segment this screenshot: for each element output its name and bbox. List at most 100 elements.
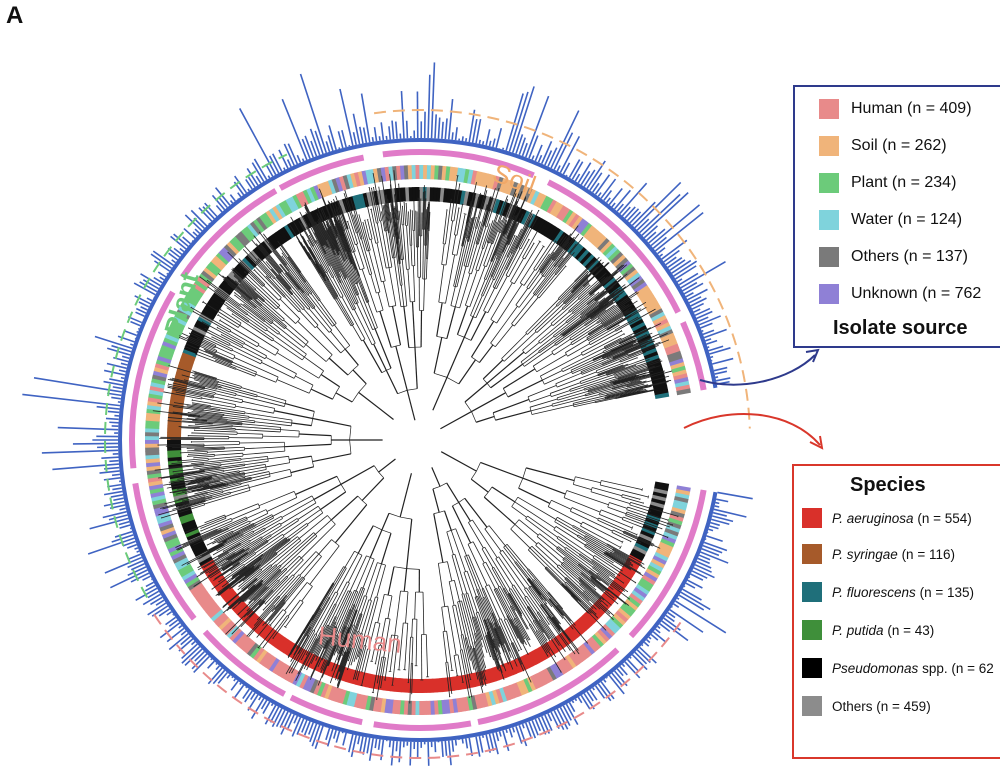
tree-branch	[277, 240, 301, 273]
tree-branch	[515, 561, 530, 579]
tree-branch	[361, 600, 372, 634]
tree-branch	[458, 502, 471, 522]
histogram-bar	[106, 362, 127, 370]
tree-branch	[197, 474, 245, 485]
histogram-bar	[626, 208, 640, 222]
tree-branch	[257, 258, 276, 279]
tree-branch	[191, 331, 232, 352]
tree-branch	[206, 420, 243, 425]
tree-branch	[545, 566, 547, 568]
tree-branch	[561, 563, 563, 565]
tree-branch	[522, 477, 566, 495]
histogram-bar	[172, 613, 175, 616]
species-ring-segment	[591, 603, 605, 617]
tree-branch	[278, 580, 280, 582]
tree-branch	[540, 604, 561, 632]
tree-branch	[282, 609, 285, 612]
source-ring-segment	[564, 654, 577, 669]
source-ring-segment	[203, 267, 218, 280]
tree-branch	[470, 470, 477, 480]
tree-branch	[336, 590, 355, 631]
tree-branch	[623, 532, 653, 547]
tree-branch	[297, 536, 300, 539]
tree-branch	[340, 296, 343, 298]
source-ring-segment	[372, 168, 380, 183]
histogram-bar	[147, 590, 160, 599]
tree-branch	[320, 491, 347, 511]
tree-branch	[258, 552, 277, 568]
tree-branch	[514, 519, 520, 525]
tree-branch	[508, 589, 531, 625]
histogram-bar	[646, 639, 651, 644]
tree-branch	[335, 591, 337, 593]
tree-branch	[195, 417, 243, 424]
histogram-bar	[444, 740, 448, 756]
tree-branch	[354, 589, 357, 592]
tree-branch	[464, 497, 488, 528]
tree-branch	[298, 635, 310, 654]
source-ring-segment	[549, 201, 561, 216]
tree-branch	[466, 570, 477, 597]
tree-branch	[599, 509, 602, 513]
source-ring-segment	[278, 663, 290, 678]
tree-branch	[267, 455, 289, 460]
tree-branch	[517, 496, 557, 520]
source-ring-segment	[249, 644, 262, 659]
histogram-bar	[616, 668, 624, 677]
tree-branch	[564, 577, 566, 580]
tree-branch	[188, 415, 228, 421]
tree-branch	[301, 600, 304, 603]
tree-branch	[173, 467, 220, 475]
species-ring-segment	[638, 533, 653, 543]
tree-branch	[376, 657, 385, 700]
blue-arc-ring-line	[118, 138, 718, 742]
tree-branch	[621, 496, 644, 504]
histogram-bar	[194, 650, 206, 662]
tree-branch	[218, 381, 241, 389]
source-ring-segment	[207, 606, 222, 619]
histogram-bar	[714, 370, 728, 375]
tree-branch	[191, 411, 225, 417]
source-ring-segment	[459, 697, 466, 712]
species-ring-segment	[582, 254, 595, 268]
tree-branch	[215, 351, 217, 354]
tree-branch	[231, 553, 256, 572]
tree-branch	[483, 496, 516, 525]
histogram-bar	[592, 687, 595, 691]
source-ring-segment	[151, 494, 166, 502]
tree-branch	[355, 590, 358, 593]
source-ring-segment	[599, 626, 613, 640]
tree-branch	[285, 537, 287, 539]
source-ring-segment	[565, 211, 577, 226]
histogram-bar	[562, 162, 571, 175]
tree-branch	[186, 418, 208, 421]
tree-branch	[251, 473, 270, 479]
tree-branch	[187, 446, 225, 449]
histogram-bar	[515, 726, 523, 744]
tree-branch	[208, 455, 244, 460]
tree-branch	[228, 519, 248, 529]
source-ring-segment	[148, 479, 163, 487]
source-ring-segment	[229, 627, 242, 641]
species-ring-segment	[283, 224, 295, 239]
source-ring-segment	[208, 261, 222, 274]
histogram-bar	[267, 175, 271, 179]
tree-branch	[524, 596, 526, 598]
source-ring-segment	[675, 488, 691, 496]
histogram-bar	[279, 711, 289, 728]
species-ring-segment	[283, 641, 295, 656]
histogram-bar	[648, 228, 666, 244]
tree-branch	[556, 537, 558, 539]
tree-branch	[285, 555, 300, 570]
tree-branch	[555, 517, 558, 520]
histogram-bar	[639, 646, 657, 664]
histogram-bar	[680, 261, 726, 289]
source-ring-segment	[357, 171, 365, 186]
tree-branch	[244, 271, 281, 306]
tree-branch	[348, 613, 362, 652]
tree-branch	[239, 322, 242, 326]
tree-branch	[570, 595, 589, 614]
histogram-bar	[158, 608, 171, 617]
tree-branch	[317, 644, 336, 686]
histogram-bar	[650, 633, 659, 641]
